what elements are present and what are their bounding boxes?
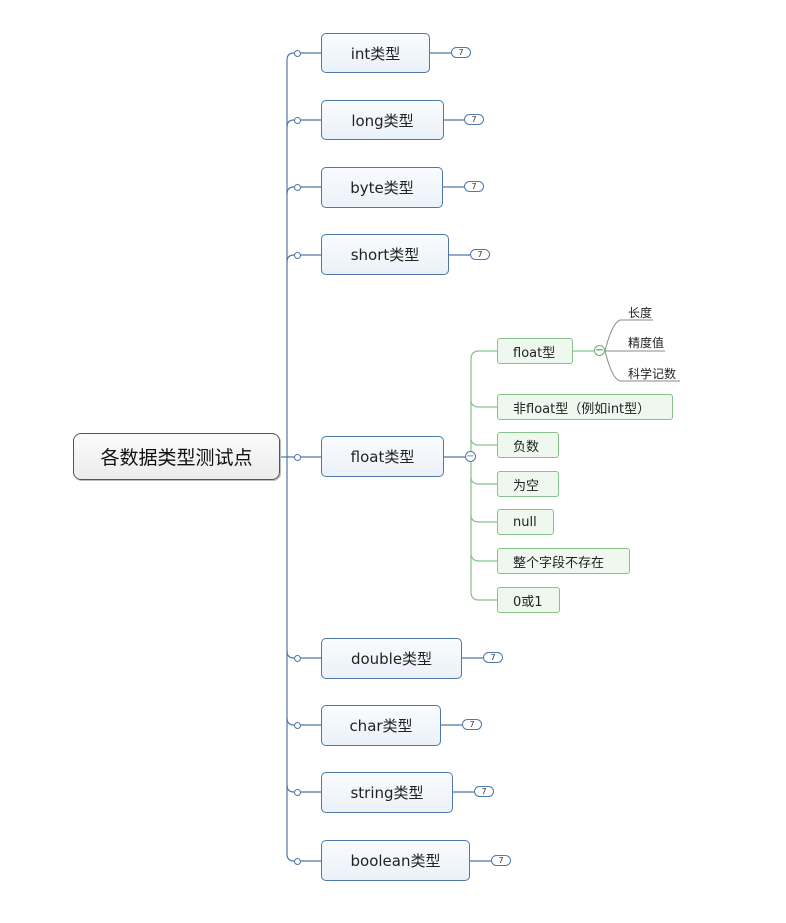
float-child-label: 整个字段不存在 bbox=[513, 555, 605, 571]
collapsed-count-string[interactable]: 7 bbox=[474, 786, 494, 797]
trunk-dot-char bbox=[294, 722, 301, 729]
collapsed-count-byte[interactable]: 7 bbox=[464, 181, 484, 192]
branch-char[interactable]: char类型 bbox=[321, 705, 441, 746]
root-topic-label: 各数据类型测试点 bbox=[100, 447, 253, 469]
branch-float[interactable]: float类型 bbox=[321, 436, 444, 477]
floattype-child-scientific[interactable]: 科学记数 bbox=[628, 367, 677, 381]
collapsed-count-char[interactable]: 7 bbox=[462, 719, 482, 730]
branch-int[interactable]: int类型 bbox=[321, 33, 430, 73]
trunk-dot-byte bbox=[294, 184, 301, 191]
connector-string bbox=[286, 784, 322, 793]
connector-double bbox=[286, 650, 322, 659]
connector-char bbox=[286, 717, 322, 726]
float-child-non-float[interactable]: 非float型（例如int型） bbox=[497, 394, 673, 420]
branch-long[interactable]: long类型 bbox=[321, 100, 444, 140]
root-topic[interactable]: 各数据类型测试点 bbox=[73, 433, 280, 480]
trunk-dot-double bbox=[294, 655, 301, 662]
branch-float-label: float类型 bbox=[350, 448, 415, 466]
float-child-label: float型 bbox=[513, 345, 556, 361]
branch-string-label: string类型 bbox=[350, 784, 424, 802]
connector-trunk-vertical bbox=[286, 52, 295, 862]
float-child-label: 为空 bbox=[513, 478, 540, 494]
connector-short bbox=[286, 254, 322, 263]
float-child-field-missing[interactable]: 整个字段不存在 bbox=[497, 548, 630, 574]
branch-string[interactable]: string类型 bbox=[321, 772, 453, 813]
trunk-dot-int bbox=[294, 50, 301, 57]
collapsed-count-long[interactable]: 7 bbox=[464, 114, 484, 125]
collapsed-count-int[interactable]: 7 bbox=[451, 47, 471, 58]
float-child-label: 非float型（例如int型） bbox=[513, 401, 651, 417]
branch-byte[interactable]: byte类型 bbox=[321, 167, 443, 208]
branch-long-label: long类型 bbox=[351, 111, 414, 130]
floattype-collapse-icon[interactable]: − bbox=[594, 344, 605, 356]
float-child-label: 0或1 bbox=[513, 594, 543, 610]
float-child-negative[interactable]: 负数 bbox=[497, 432, 559, 458]
floattype-child-length[interactable]: 长度 bbox=[628, 306, 653, 320]
collapsed-count-short[interactable]: 7 bbox=[470, 249, 490, 260]
float-child-empty[interactable]: 为空 bbox=[497, 471, 559, 497]
connector-float-children bbox=[470, 350, 498, 601]
branch-byte-label: byte类型 bbox=[350, 179, 414, 197]
branch-boolean[interactable]: boolean类型 bbox=[321, 840, 470, 881]
connector-floattype-children bbox=[604, 319, 680, 382]
branch-char-label: char类型 bbox=[349, 717, 413, 735]
trunk-dot-boolean bbox=[294, 858, 301, 865]
branch-short[interactable]: short类型 bbox=[321, 234, 449, 275]
float-child-label: null bbox=[513, 514, 537, 530]
trunk-dot-string bbox=[294, 789, 301, 796]
trunk-dot-long bbox=[294, 117, 301, 124]
trunk-dot-short bbox=[294, 252, 301, 259]
float-child-float-type[interactable]: float型 bbox=[497, 338, 573, 364]
floattype-child-precision[interactable]: 精度值 bbox=[628, 336, 665, 350]
connector-byte bbox=[286, 186, 322, 195]
branch-double-label: double类型 bbox=[350, 650, 433, 668]
branch-int-label: int类型 bbox=[350, 44, 401, 63]
float-child-label: 负数 bbox=[513, 439, 540, 455]
branch-boolean-label: boolean类型 bbox=[350, 852, 441, 870]
branch-short-label: short类型 bbox=[350, 246, 420, 264]
trunk-dot-float bbox=[294, 454, 301, 461]
collapsed-count-boolean[interactable]: 7 bbox=[491, 855, 511, 866]
branch-double[interactable]: double类型 bbox=[321, 638, 462, 679]
collapsed-count-double[interactable]: 7 bbox=[483, 652, 503, 663]
float-child-zero-or-one[interactable]: 0或1 bbox=[497, 587, 560, 613]
float-child-null[interactable]: null bbox=[497, 509, 554, 535]
connector-long bbox=[286, 119, 322, 128]
float-collapse-icon[interactable]: − bbox=[465, 450, 476, 462]
